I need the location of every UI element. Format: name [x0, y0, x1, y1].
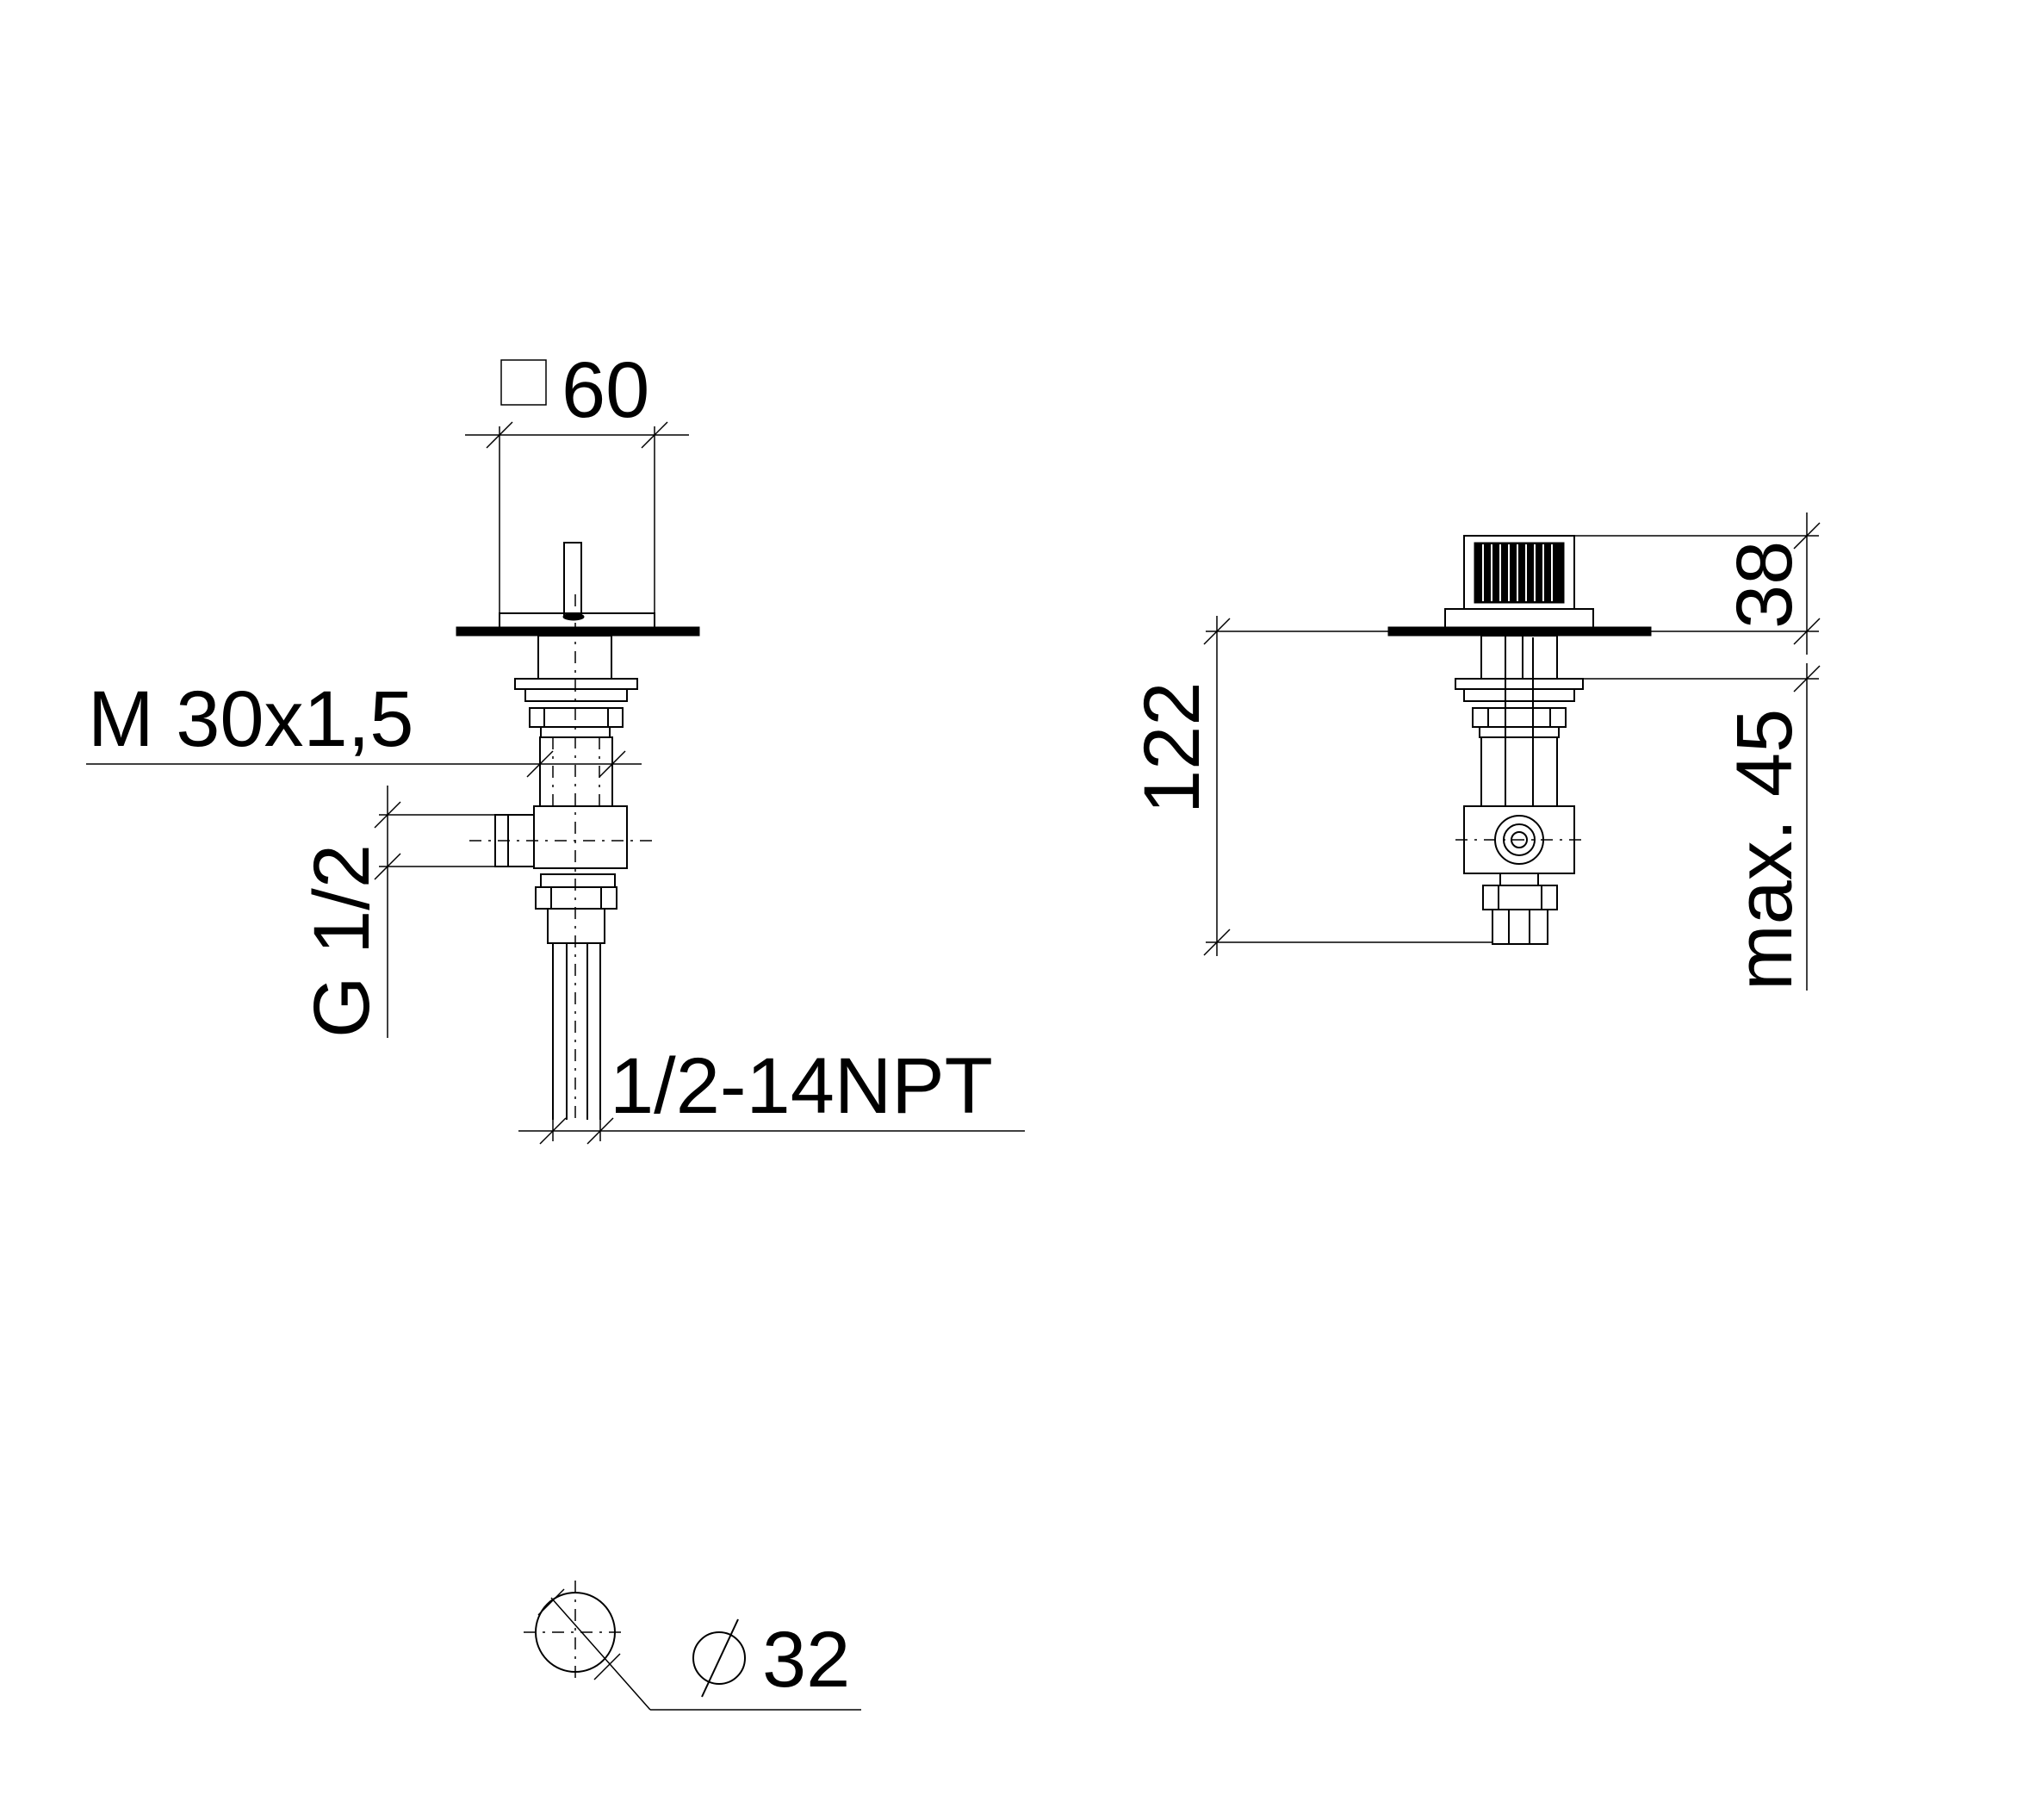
square-size-label: 60: [562, 346, 649, 434]
thread-npt-label: 1/2-14NPT: [610, 1042, 993, 1130]
washer: [1455, 678, 1584, 690]
escutcheon-plate: [456, 626, 700, 637]
dim-thread-g: G 1/2: [298, 786, 495, 1038]
front-view: [1387, 535, 1652, 945]
mounting-hole: [535, 1592, 616, 1673]
diameter-label: 32: [762, 1616, 850, 1704]
dim-thread-npt: 1/2-14NPT: [518, 1042, 1025, 1145]
dim-max-thickness: max. 45: [1583, 663, 1821, 991]
handle-height-label: 38: [1721, 541, 1809, 629]
threaded-shank: [539, 736, 613, 807]
max-thickness-label: max. 45: [1721, 709, 1809, 991]
thread-m-label: M 30x1,5: [88, 675, 413, 763]
square-symbol: [500, 359, 547, 406]
side-view: [456, 542, 700, 1120]
lower-nut: [535, 886, 617, 910]
dim-square-60: 60: [465, 346, 689, 613]
dim-total-height: 122: [1128, 616, 1492, 956]
dim-thread-m: M 30x1,5: [86, 675, 642, 778]
lower-nut: [1482, 885, 1558, 910]
lever: [563, 542, 582, 617]
washer: [514, 678, 638, 690]
escutcheon-plate: [1387, 626, 1652, 637]
dim-handle-height: 38: [1574, 512, 1821, 655]
thread-g-label: G 1/2: [298, 844, 386, 1038]
hole-detail: 32: [524, 1581, 861, 1711]
total-height-label: 122: [1128, 682, 1216, 815]
rosette: [1444, 608, 1594, 629]
valve-body: [533, 805, 628, 869]
diameter-symbol: [692, 1618, 746, 1698]
nut: [1472, 707, 1567, 728]
